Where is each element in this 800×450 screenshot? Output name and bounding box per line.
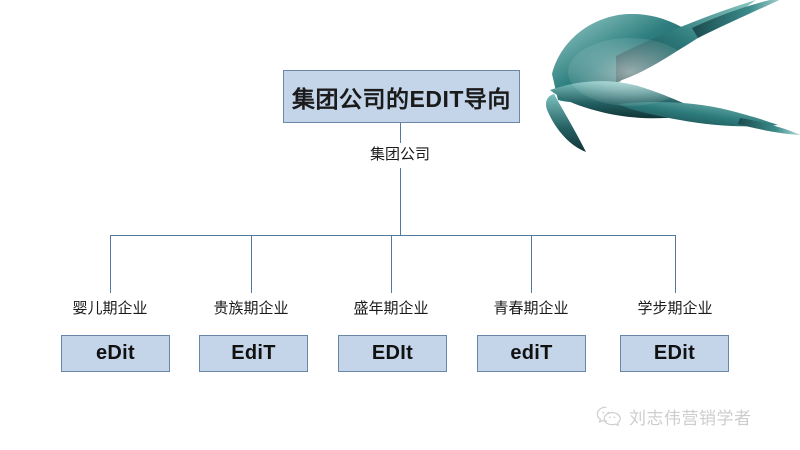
node-label-2: 贵族期企业 — [213, 300, 289, 317]
connector-drop-4 — [531, 235, 532, 293]
connector-drop-1 — [110, 235, 111, 293]
connector-drop-5 — [675, 235, 676, 293]
node-code-4: ediT — [510, 342, 553, 364]
node-box-3: EDIt — [338, 335, 447, 372]
node-box-2: EdiT — [199, 335, 308, 372]
diagram-title-text: 集团公司的EDIT导向 — [292, 85, 511, 112]
node-code-1: eDit — [96, 342, 135, 364]
node-label-3: 盛年期企业 — [353, 300, 429, 317]
node-box-4: ediT — [477, 335, 586, 372]
node-label-1: 婴儿期企业 — [72, 300, 148, 317]
node-box-1: eDit — [61, 335, 170, 372]
node-code-5: EDit — [653, 342, 696, 364]
node-code-2: EdiT — [231, 342, 276, 364]
node-box-5: EDit — [620, 335, 729, 372]
connector-title-to-root — [400, 123, 401, 143]
watermark: 刘志伟营销学者 — [596, 404, 752, 429]
diagram-title-box: 集团公司的EDIT导向 — [283, 70, 520, 123]
wechat-icon — [596, 406, 621, 427]
connector-root-to-bus — [400, 168, 401, 235]
node-code-3: EDIt — [371, 342, 414, 364]
teal-leaf-illustration — [546, 0, 800, 152]
watermark-text: 刘志伟营销学者 — [629, 409, 752, 428]
node-label-5: 学步期企业 — [637, 300, 713, 317]
connector-horizontal-bus — [110, 235, 676, 236]
node-label-4: 青春期企业 — [493, 300, 569, 317]
connector-drop-3 — [391, 235, 392, 293]
connector-drop-2 — [251, 235, 252, 293]
root-node-label: 集团公司 — [369, 146, 430, 163]
